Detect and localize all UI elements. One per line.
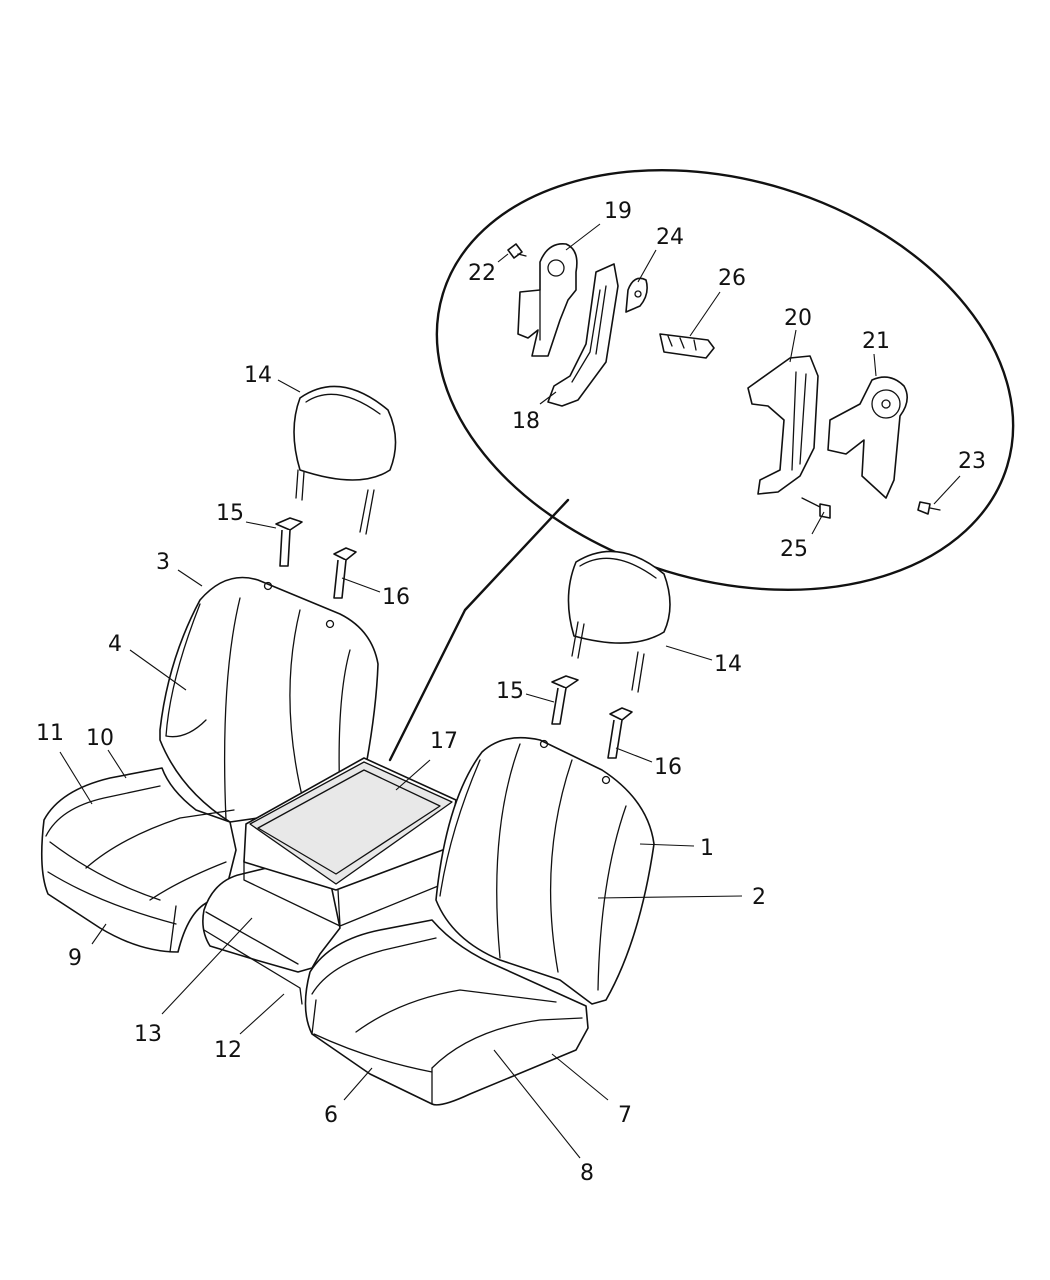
seat-center xyxy=(202,859,341,1005)
part-23-screw xyxy=(917,501,941,515)
callout-9: 9 xyxy=(68,946,82,971)
seat-cushion-left xyxy=(40,767,237,953)
callout-20: 20 xyxy=(784,306,812,331)
part-21-bracket xyxy=(827,376,908,499)
part-19-bracket xyxy=(517,243,578,357)
callout-15-left: 15 xyxy=(216,501,244,526)
callout-14-left: 14 xyxy=(244,363,272,388)
part-25-bolt xyxy=(801,497,831,519)
leader-lines xyxy=(59,223,961,1159)
part-22-screw xyxy=(507,243,527,259)
callout-2: 2 xyxy=(752,885,766,910)
headrest-left xyxy=(293,385,397,535)
callout-21: 21 xyxy=(862,329,890,354)
callout-17: 17 xyxy=(430,729,458,754)
callout-1: 1 xyxy=(700,836,714,861)
headrest-guide-left-16 xyxy=(333,547,357,599)
callout-labels: 1 2 3 4 6 7 8 9 10 11 12 13 14 14 15 15 … xyxy=(36,199,986,1186)
callout-15-right: 15 xyxy=(496,679,524,704)
callout-8: 8 xyxy=(580,1161,594,1186)
callout-12: 12 xyxy=(214,1038,242,1063)
callout-26: 26 xyxy=(718,266,746,291)
callout-18: 18 xyxy=(512,409,540,434)
callout-7: 7 xyxy=(618,1103,632,1128)
callout-3: 3 xyxy=(156,550,170,575)
callout-6: 6 xyxy=(324,1103,338,1128)
callout-11: 11 xyxy=(36,721,64,746)
callout-16-right: 16 xyxy=(654,755,682,780)
callout-14-right: 14 xyxy=(714,652,742,677)
part-20-recliner xyxy=(747,355,819,495)
headrest-guide-left-15 xyxy=(275,517,303,567)
callout-19: 19 xyxy=(604,199,632,224)
headrest-guide-right-15 xyxy=(551,675,579,725)
headrest-right xyxy=(567,550,671,693)
headrest-guide-right-16 xyxy=(607,707,633,759)
part-26-block xyxy=(659,333,715,359)
part-18-recliner xyxy=(547,263,619,407)
callout-10: 10 xyxy=(86,726,114,751)
callout-13: 13 xyxy=(134,1022,162,1047)
detail-ellipse xyxy=(388,168,1015,762)
callout-4: 4 xyxy=(108,632,122,657)
callout-22: 22 xyxy=(468,261,496,286)
seat-back-right xyxy=(435,736,655,1005)
callout-16-left: 16 xyxy=(382,585,410,610)
callout-24: 24 xyxy=(656,225,684,250)
callout-25: 25 xyxy=(780,537,808,562)
seat-cushion-right xyxy=(304,919,589,1106)
callout-23: 23 xyxy=(958,449,986,474)
part-24-clip xyxy=(625,277,648,313)
